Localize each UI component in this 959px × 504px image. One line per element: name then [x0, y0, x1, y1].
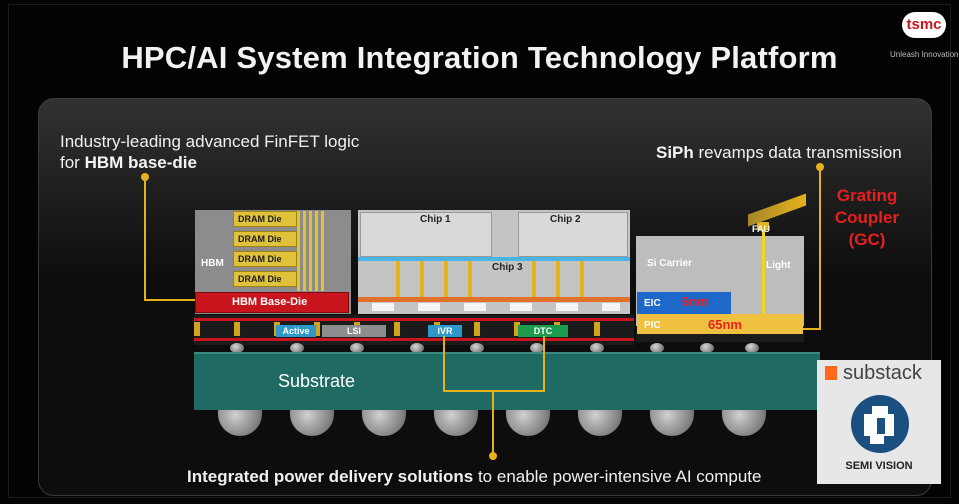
chip-2-label: Chip 2	[550, 214, 581, 225]
grating-coupler-label: Grating Coupler (GC)	[824, 185, 910, 251]
hbm-caption-bold: HBM base-die	[84, 153, 197, 172]
siph-leader-dot	[816, 163, 824, 171]
interposer-top-rdl	[194, 318, 634, 321]
dtc-chiplet: DTC	[518, 325, 568, 337]
c4-bump	[700, 343, 714, 353]
ivr-chiplet: IVR	[428, 325, 462, 337]
grating-line2: Coupler	[834, 208, 900, 227]
power-leader-down	[492, 390, 494, 454]
siph-caption-rest: revamps data transmission	[693, 143, 902, 162]
pic-label: PIC	[644, 320, 661, 331]
hbm-caption-prefix: for	[60, 153, 85, 172]
semi-vision-logo-icon	[851, 395, 909, 453]
slide-title: HPC/AI System Integration Technology Pla…	[121, 40, 838, 75]
chip-3-label: Chip 3	[492, 262, 523, 273]
pic-node: 65nm	[708, 317, 742, 332]
hbm-base-die: HBM Base-Die	[195, 292, 349, 313]
power-leader-bridge	[443, 390, 545, 392]
hbm-leader-vertical	[144, 178, 146, 300]
c4-bump	[230, 343, 244, 353]
chip-bond-layer	[358, 257, 630, 261]
hbm-label: HBM	[201, 258, 224, 269]
lsi-chiplet: LSI	[322, 325, 386, 337]
hbm-leader-horizontal	[144, 299, 196, 301]
c4-bump	[290, 343, 304, 353]
interposer-bottom-rdl	[194, 338, 634, 341]
tsmc-logo-tagline: Unleash Innovation	[890, 50, 959, 59]
c4-bump	[410, 343, 424, 353]
dram-die-2: DRAM Die	[233, 231, 297, 247]
compute-microbumps	[372, 303, 620, 311]
substrate	[194, 352, 820, 410]
hbm-tsv-columns	[297, 211, 327, 291]
chip-1-bumps	[396, 261, 476, 297]
dram-die-3: DRAM Die	[233, 251, 297, 267]
pic-die	[637, 314, 803, 334]
power-leader-dot	[489, 452, 497, 460]
hbm-leader-dot	[141, 173, 149, 181]
substrate-label: Substrate	[278, 371, 356, 391]
fau-connector	[757, 222, 769, 230]
hbm-caption-line2: for HBM base-die	[60, 153, 197, 173]
grating-line1: Grating	[836, 186, 898, 205]
chip-1-label: Chip 1	[420, 214, 451, 225]
pic-substrate-bond	[636, 334, 804, 342]
chip-3-rdl	[358, 297, 630, 302]
active-chiplet: Active	[276, 325, 316, 337]
fau-label: FAU	[752, 224, 770, 234]
tsmc-logo: tsmc Unleash Innovation	[890, 6, 959, 66]
interposer-vias	[194, 322, 634, 336]
substack-watermark: substack SEMI VISION	[817, 360, 941, 484]
light-beam	[762, 228, 765, 326]
c4-bump	[530, 343, 544, 353]
chip-2	[518, 212, 628, 257]
power-leader-ivr	[443, 336, 445, 392]
chip-1	[360, 212, 492, 257]
power-caption: Integrated power delivery solutions to e…	[187, 467, 761, 487]
c4-bump	[590, 343, 604, 353]
power-caption-bold: Integrated power delivery solutions	[187, 467, 474, 486]
si-carrier-label: Si Carrier	[647, 258, 693, 269]
siph-caption: SiPh revamps data transmission	[656, 143, 902, 163]
siph-leader-vertical	[819, 168, 821, 330]
light-label: Light	[766, 260, 791, 271]
dram-die-1: DRAM Die	[233, 211, 297, 227]
slide-frame	[8, 4, 951, 498]
eic-die	[637, 292, 731, 314]
semi-vision-caption: SEMI VISION	[845, 460, 913, 472]
siph-caption-bold: SiPh	[656, 143, 694, 162]
substack-brand: substack	[843, 362, 922, 384]
c4-bump	[350, 343, 364, 353]
power-leader-dtc	[543, 336, 545, 392]
chip-2-bumps	[532, 261, 602, 297]
c4-bump	[470, 343, 484, 353]
c4-bump	[745, 343, 759, 353]
dram-die-4: DRAM Die	[233, 271, 297, 287]
tsmc-logo-badge: tsmc	[902, 12, 946, 38]
grating-line3: (GC)	[848, 230, 886, 249]
substack-bookmark-icon	[825, 366, 837, 380]
power-caption-rest: to enable power-intensive AI compute	[473, 467, 762, 486]
hbm-caption-line1: Industry-leading advanced FinFET logic	[60, 132, 360, 151]
eic-label: EIC	[644, 298, 661, 309]
eic-node: 6nm	[682, 294, 709, 309]
c4-bump	[650, 343, 664, 353]
